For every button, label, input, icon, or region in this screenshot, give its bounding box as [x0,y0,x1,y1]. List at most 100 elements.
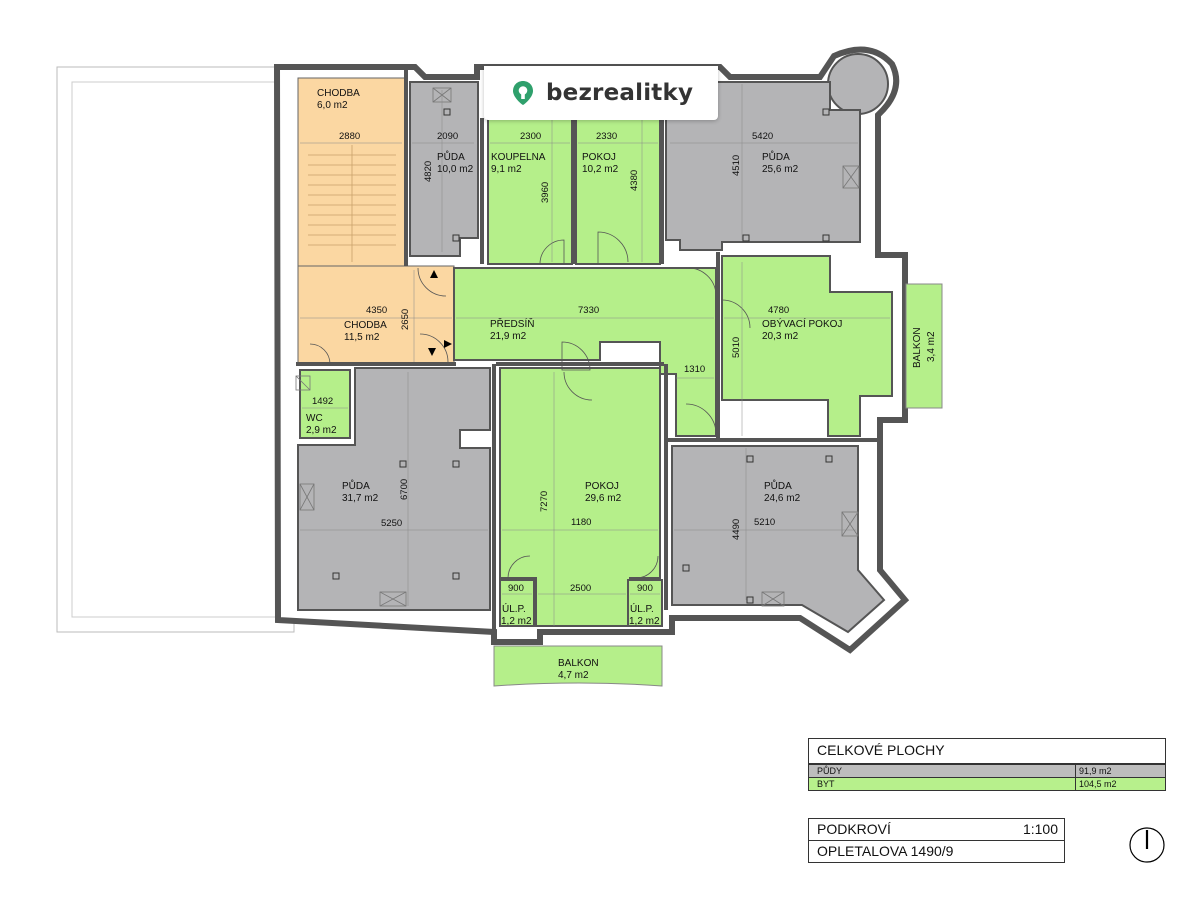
room-area: 6,0 m2 [317,100,348,111]
room-labels: CHODBA 6,0 m2 CHODBA 11,5 m2 PŮDA 10,0 m… [306,88,937,681]
north-arrow-icon [1129,827,1165,863]
stairs [308,145,396,262]
title-block: PODKROVÍ 1:100 OPLETALOVA 1490/9 [808,818,1065,863]
room-area: 10,2 m2 [582,164,619,175]
tower [827,53,889,115]
room-fill-chodba-mid [297,265,455,365]
dimension-labels: 2880 2090 2300 2330 5420 4820 3960 4380 … [312,131,789,594]
title-block-row: PODKROVÍ 1:100 [809,819,1064,840]
dimension-label: 4490 [731,519,742,540]
totals-label: BYT [809,778,1076,790]
dimension-label: 6700 [399,479,410,500]
dimension-label: 5210 [754,517,775,528]
room-name: OBÝVACÍ POKOJ [762,317,842,330]
dimension-label: 2090 [437,131,458,142]
address: OPLETALOVA 1490/9 [817,843,954,859]
dimension-label: 4820 [423,161,434,182]
skylights [295,87,860,607]
room-area: 10,0 m2 [437,164,474,175]
outer-outline-inner [71,81,278,618]
dimension-label: 1310 [684,364,705,375]
internal-walls [296,70,880,630]
dimension-label: 5010 [731,337,742,358]
room-fill-pokoj-small [575,117,661,265]
room-area: 21,9 m2 [490,331,527,342]
room-name: PŮDA [764,479,792,492]
title-block-row: OPLETALOVA 1490/9 [809,840,1064,862]
dimension-label: 5250 [381,518,402,529]
scale: 1:100 [1022,821,1058,837]
totals-row-apartment: BYT 104,5 m2 [809,777,1165,790]
dimension-label: 1180 [571,517,591,528]
logo-text: bezrealitky [546,80,694,106]
room-area: 24,6 m2 [764,493,801,504]
room-area: 1,2 m2 [501,616,532,627]
room-area: 2,9 m2 [306,425,337,436]
dimension-label: 2500 [570,583,591,594]
room-area: 31,7 m2 [342,493,379,504]
room-fill-obyvaci [721,255,893,437]
totals-row-attic: PŮDY 91,9 m2 [809,764,1165,777]
room-fill-wc [299,369,351,439]
brand-logo[interactable]: bezrealitky [484,66,718,120]
room-name: PŘEDSÍŇ [490,317,534,330]
room-name: ÚL.P. [502,602,526,615]
room-area: 20,3 m2 [762,331,799,342]
direction-arrow [430,270,438,278]
room-fill-ulp-right [627,579,663,627]
direction-arrow [428,348,436,356]
dimension-label: 900 [508,583,524,594]
dimension-label: 4350 [366,305,387,316]
dimension-label: 5420 [752,131,773,142]
direction-arrow [444,340,452,348]
totals-table: CELKOVÉ PLOCHY PŮDY 91,9 m2 BYT 104,5 m2 [808,738,1166,791]
dimension-label: 2880 [339,131,360,142]
dimension-label: 2330 [596,131,617,142]
totals-label: PŮDY [809,765,1076,777]
outer-outline [56,66,295,633]
dimension-label: 4510 [731,155,742,176]
room-name: CHODBA [317,88,360,99]
room-area: 29,6 m2 [585,493,622,504]
dimension-label: 4780 [768,305,789,316]
dimension-label: 1492 [312,396,333,407]
dimension-label: 2650 [400,309,411,330]
room-fill-ulp-left [499,579,535,627]
room-name: KOUPELNA [491,152,546,163]
room-name: PŮDA [762,150,790,163]
room-name: POKOJ [585,481,619,492]
room-area: 3,4 m2 [926,331,937,362]
room-fill-puda-4 [671,445,886,634]
totals-title: CELKOVÉ PLOCHY [809,739,1165,764]
room-area: 25,6 m2 [762,164,799,175]
totals-value: 104,5 m2 [1079,779,1117,789]
dimension-label: 7270 [539,491,550,512]
room-fill-puda-1 [409,81,479,257]
dimension-label: 2300 [520,131,541,142]
dimension-label: 900 [637,583,653,594]
dimension-label: 4380 [629,170,640,191]
room-area: 4,7 m2 [558,670,589,681]
room-name: POKOJ [582,152,616,163]
room-area: 1,2 m2 [629,616,660,627]
room-fill-koupelna [487,117,573,265]
room-fill-puda-2 [665,81,861,251]
room-fill-balkon-right [905,283,943,409]
room-name: PŮDA [437,150,465,163]
room-area: 11,5 m2 [344,332,380,343]
dimension-label: 7330 [578,305,599,316]
dimension-lines [300,84,890,626]
room-fill-balkon-bottom [493,645,663,687]
dimension-label: 3960 [540,182,551,203]
floor-name: PODKROVÍ [817,821,891,837]
room-area: 9,1 m2 [491,164,522,175]
location-pin-icon [513,81,533,105]
room-fill-puda-3 [297,367,491,611]
room-name: CHODBA [344,320,387,331]
room-name: BALKON [558,658,599,669]
room-name: ÚL.P. [630,602,654,615]
room-name: PŮDA [342,479,370,492]
totals-value: 91,9 m2 [1079,766,1112,776]
room-name: WC [306,413,323,424]
